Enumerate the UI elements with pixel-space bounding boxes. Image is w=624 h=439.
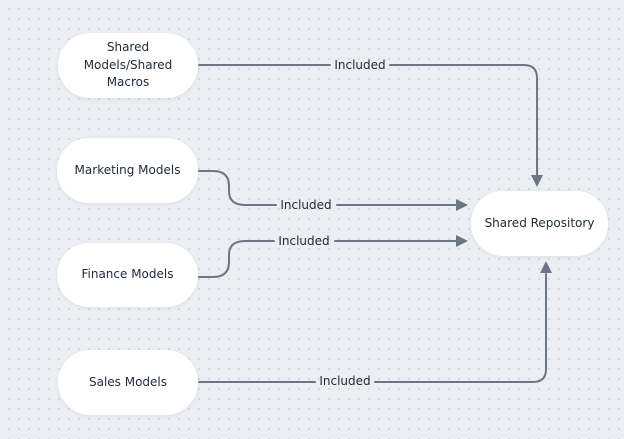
node-label: Finance Models <box>81 267 174 282</box>
edge-label-included-sales: Included <box>319 374 371 388</box>
edge-label-included-marketing: Included <box>280 198 332 212</box>
node-label: Shared Repository <box>484 215 595 230</box>
edge-shared-models-to-repository <box>198 64 543 187</box>
arrowhead-right-icon <box>456 235 468 247</box>
node-shared-models-macros[interactable]: Shared Models/Shared Macros <box>58 33 198 98</box>
arrowhead-down-icon <box>531 175 543 187</box>
node-shared-repository[interactable]: Shared Repository <box>471 191 608 256</box>
node-finance-models[interactable]: Finance Models <box>57 243 198 307</box>
edge-sales-to-repository <box>198 261 552 383</box>
edge-finance-to-repository <box>198 235 468 278</box>
arrowhead-right-icon <box>456 199 468 211</box>
node-label: Marketing Models <box>74 162 181 177</box>
edge-label-included-shared-models: Included <box>334 58 386 72</box>
node-marketing-models[interactable]: Marketing Models <box>57 138 198 203</box>
node-label: Shared Models/Shared Macros <box>83 40 173 90</box>
node-sales-models[interactable]: Sales Models <box>58 350 198 415</box>
edge-marketing-to-repository <box>198 170 468 211</box>
node-label: Sales Models <box>88 374 168 389</box>
arrowhead-up-icon <box>540 261 552 273</box>
edge-label-included-finance: Included <box>278 234 330 248</box>
